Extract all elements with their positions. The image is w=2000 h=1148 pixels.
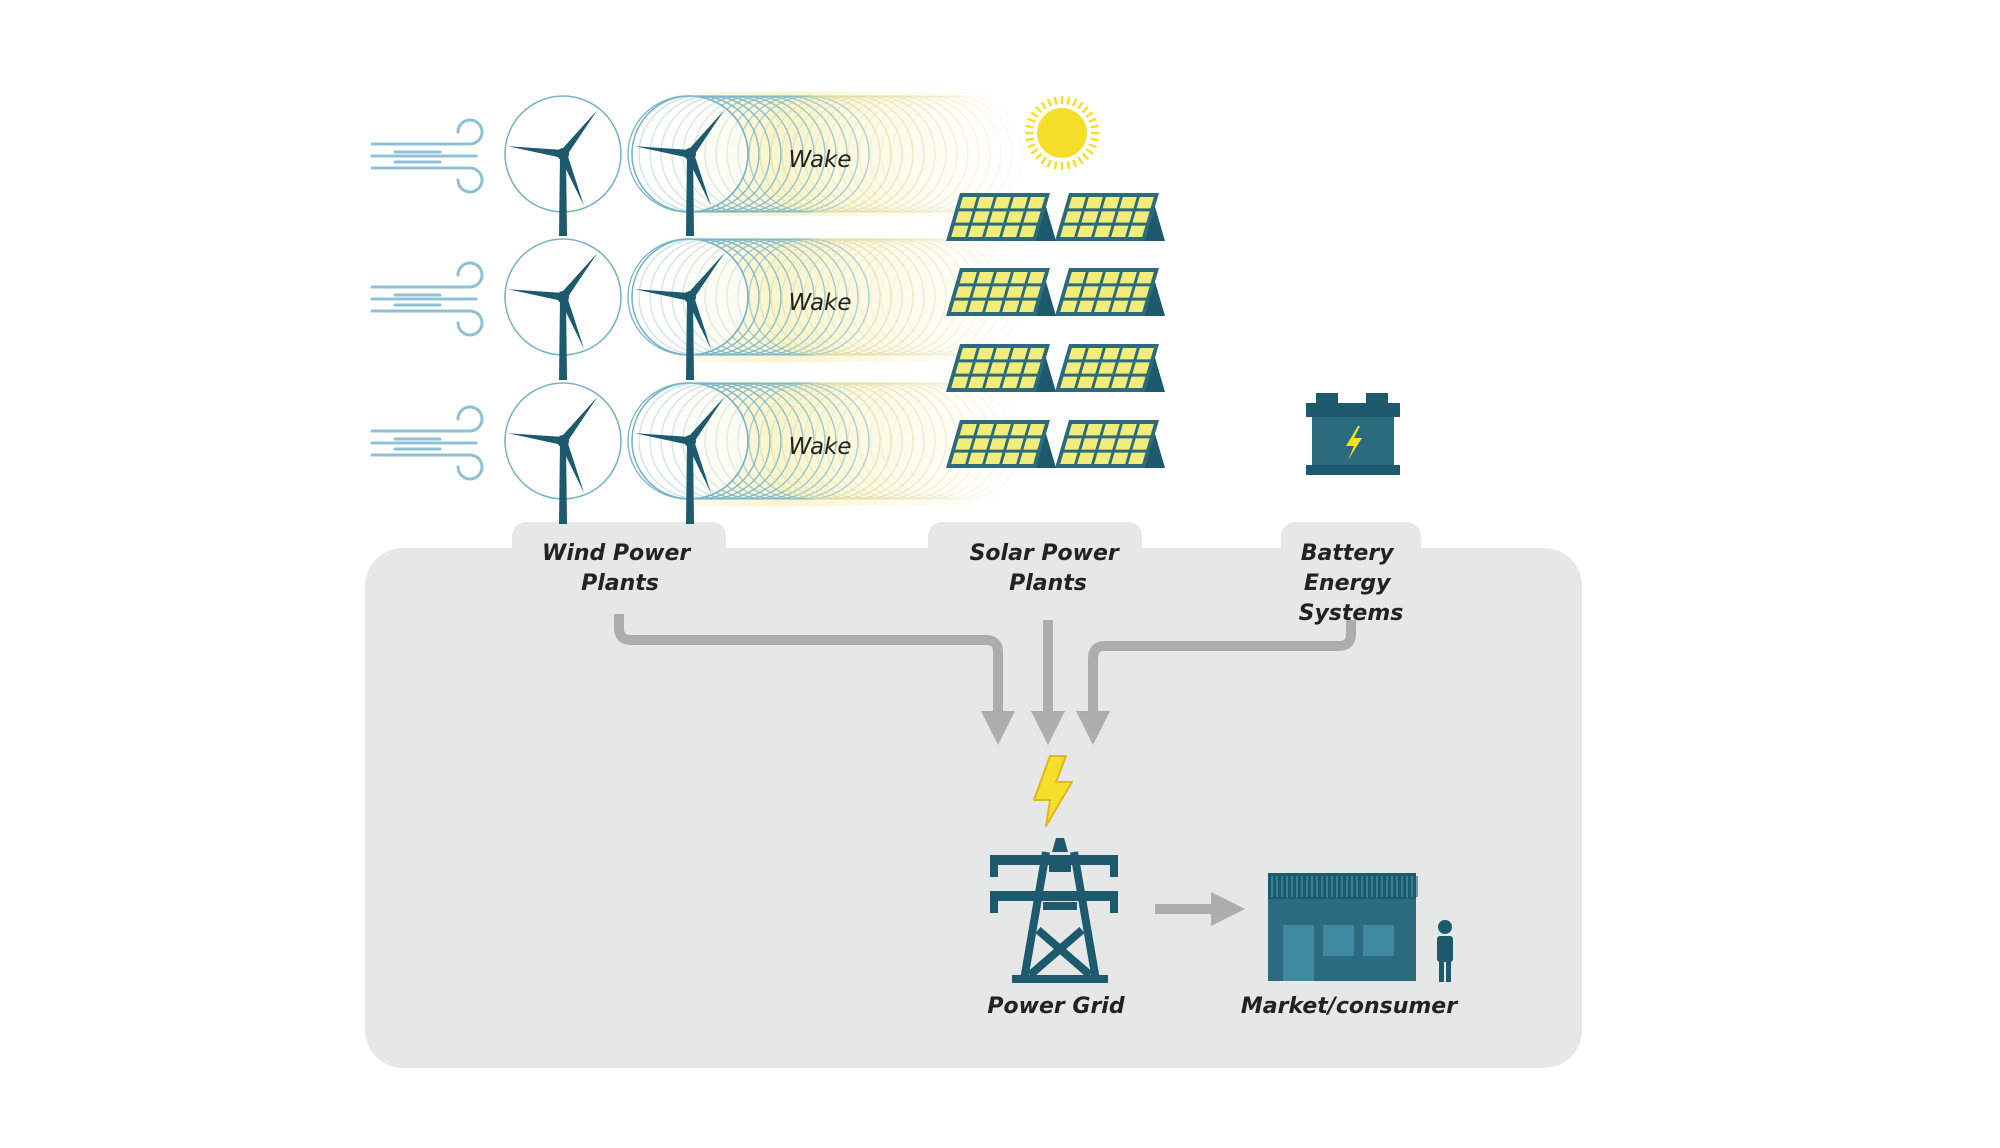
wind-icon [370, 118, 484, 481]
wind-turbine-icon [631, 382, 749, 524]
wind-turbine-icon [631, 95, 749, 236]
wake-label: Wake [788, 147, 851, 173]
wind-turbine-icon [504, 382, 622, 524]
solar-panel-icon [946, 268, 1056, 316]
sun-icon [1025, 96, 1099, 170]
wind-turbines [504, 95, 749, 524]
lightning-bolt-icon [1033, 755, 1073, 827]
building-icon [1268, 873, 1418, 981]
solar-panel-icon [946, 420, 1056, 468]
wind-power-plants-label: Wind Power Plants [542, 541, 698, 596]
solar-panel-icon [1055, 420, 1165, 468]
flow-arrows [614, 614, 1356, 927]
market-consumer-label: Market/consumer [1241, 994, 1458, 1019]
battery-energy-systems-label: Battery Energy Systems [1299, 541, 1404, 626]
power-grid-label: Power Grid [987, 994, 1124, 1019]
wind-turbine-icon [504, 238, 622, 380]
wind-turbine-icon [504, 95, 622, 236]
wake-label: Wake [788, 434, 851, 460]
solar-panel-icon [1055, 344, 1165, 392]
solar-panel-icon [946, 193, 1056, 241]
solar-power-plants-label: Solar Power Plants [970, 541, 1127, 596]
wind-icon [370, 261, 484, 337]
wind-turbine-icon [631, 238, 749, 380]
solar-panels [946, 193, 1165, 468]
transmission-tower-icon [990, 838, 1118, 983]
wake-label: Wake [788, 290, 851, 316]
battery-to-grid-arrow [1075, 620, 1356, 746]
solar-panel-icon [946, 344, 1056, 392]
battery-icon [1306, 393, 1400, 475]
wind-icon [370, 405, 484, 481]
wind-icon [370, 118, 484, 194]
solar-panel-icon [1055, 193, 1165, 241]
solar-panel-icon [1055, 268, 1165, 316]
wake-rings [627, 95, 1024, 213]
person-icon [1437, 920, 1453, 982]
wind-to-grid-arrow [614, 614, 1016, 746]
